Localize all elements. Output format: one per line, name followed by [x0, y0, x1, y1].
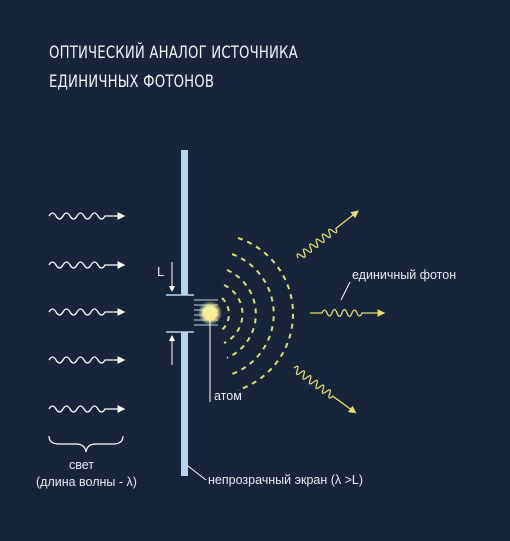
title-line-1: ОПТИЧЕСКИЙ АНАЛОГ ИСТОЧНИКА: [49, 43, 298, 63]
screen-leader: [187, 465, 207, 481]
wavelength-label: (длина волны - λ): [36, 475, 137, 489]
screen-lower: [181, 332, 188, 476]
incoming-waves: [48, 212, 126, 413]
photon-up-icon: [296, 210, 359, 259]
atom-label: атом: [214, 389, 242, 403]
incoming-wave-icon: [48, 308, 126, 316]
gap-label: L: [157, 264, 165, 279]
incoming-wave-icon: [48, 356, 126, 364]
photon-down-icon: [293, 365, 357, 414]
incoming-wave-icon: [48, 405, 126, 413]
screen-upper: [181, 150, 188, 295]
opaque-screen: [166, 150, 194, 476]
light-brace: [48, 435, 124, 453]
photon-forward-icon: [310, 308, 386, 318]
title-line-2: ЕДИНИЧНЫХ ФОТОНОВ: [49, 72, 215, 92]
light-label: свет: [69, 458, 95, 472]
incoming-wave-icon: [48, 261, 126, 269]
photon-label: единичный фотон: [352, 268, 457, 282]
screen-label: непрозрачный экран (λ >L): [208, 473, 364, 487]
atom: [198, 301, 222, 325]
emission-rings: [221, 237, 294, 391]
diagonal-photons: [293, 210, 386, 414]
photon-leader: [340, 281, 351, 301]
incoming-wave-icon: [48, 212, 126, 220]
